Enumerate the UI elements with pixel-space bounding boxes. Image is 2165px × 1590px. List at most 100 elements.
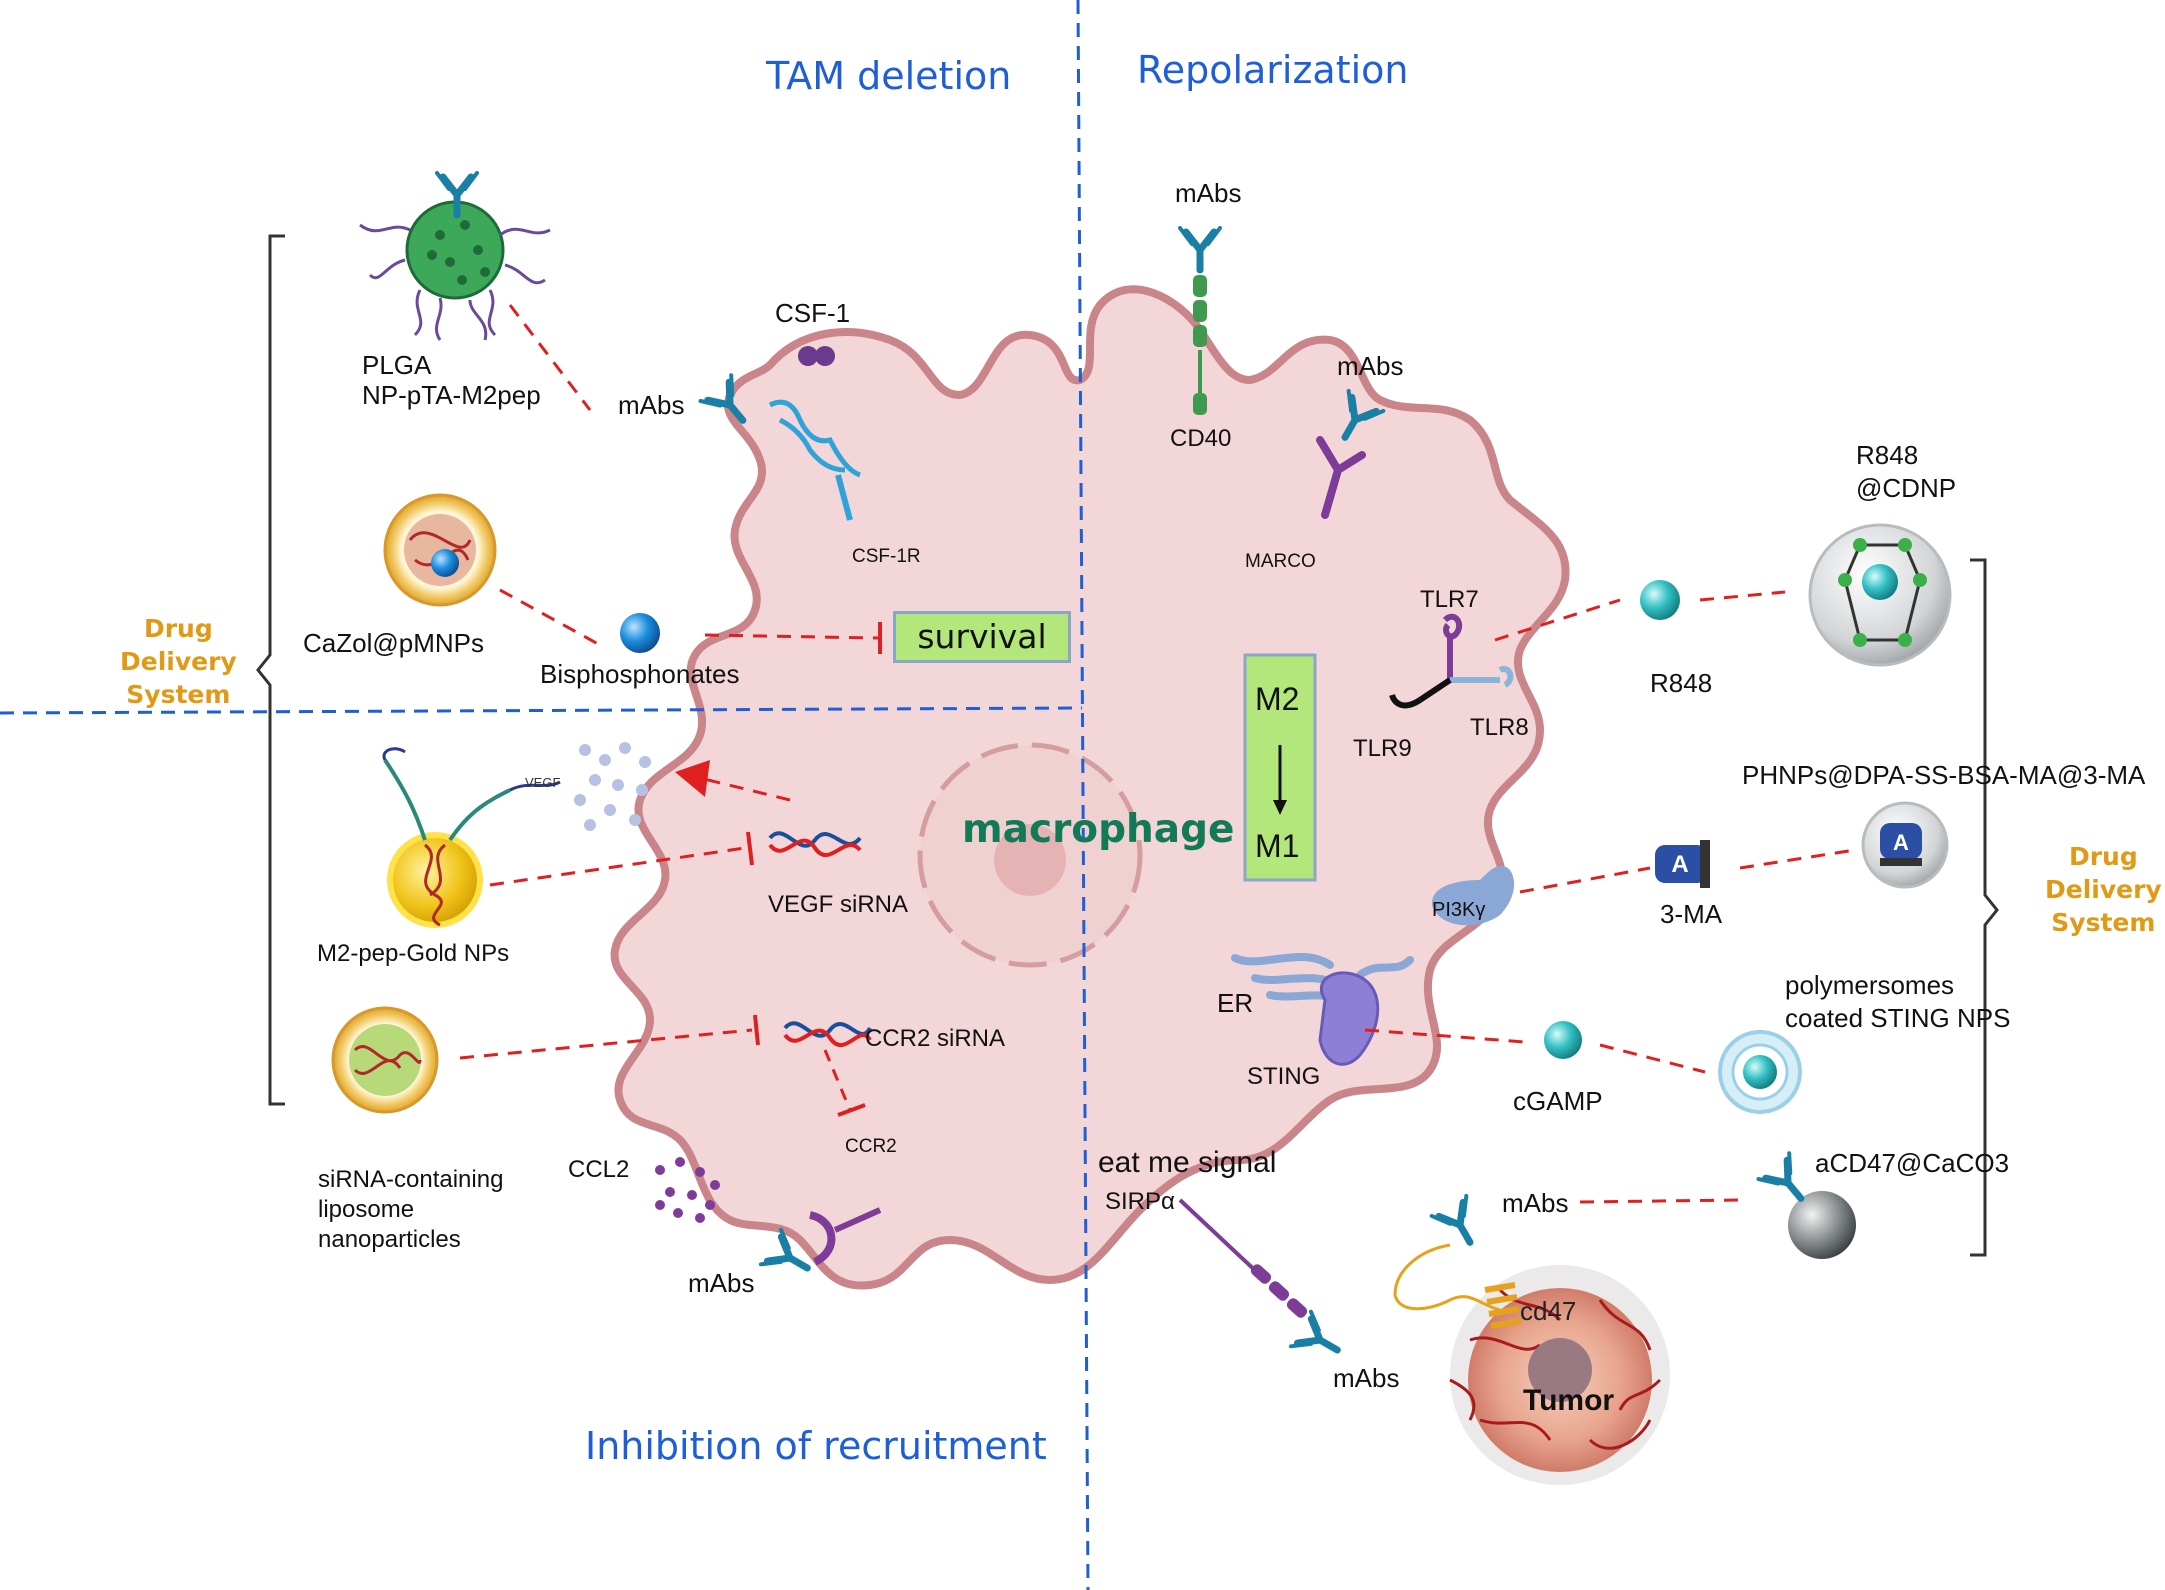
repolarization-title: Repolarization <box>1137 48 1409 92</box>
vegf-small-label: VEGF <box>525 775 561 790</box>
bisphosphonates-label: Bisphosphonates <box>540 659 740 689</box>
r848-cdnp-icon <box>1808 523 1952 667</box>
plga-np-label: NP-pTA-M2pep <box>362 380 541 410</box>
csf1r-label: CSF-1R <box>852 546 921 567</box>
ccl2-dots-icon <box>655 1157 720 1223</box>
ccr2-receptor-antibody-icon <box>761 1207 882 1285</box>
r848-dashline-2 <box>1699 590 1786 602</box>
horizontal-divider <box>0 706 1083 715</box>
cazol-pmnps-icon <box>383 493 497 607</box>
mabs-marco-label: mAbs <box>1337 351 1404 381</box>
macrophage-label: macrophage <box>962 807 1235 852</box>
r848-cdnp-label-1: R848 <box>1856 440 1919 470</box>
tlr9-label: TLR9 <box>1353 735 1412 762</box>
sirna-lipo-label-1: siRNA-containing <box>318 1166 504 1193</box>
drug-delivery-right: Drug Delivery System <box>2045 842 2162 937</box>
r848-cdnp-label-2: @CDNP <box>1856 473 1957 503</box>
r848-dashline-1 <box>1494 598 1621 642</box>
vegf-sirna-dna-icon <box>768 831 862 857</box>
vegf-dots-icon <box>574 742 651 831</box>
tlr8-label: TLR8 <box>1470 714 1529 741</box>
survival-box: survival <box>893 611 1071 663</box>
polymersome-sting-np-icon <box>1718 1030 1802 1114</box>
cazol-label: CaZol@pMNPs <box>303 628 484 658</box>
bisphosphonate-ball <box>620 613 660 653</box>
m2-m1-box <box>1243 653 1317 882</box>
r848-ball <box>1640 580 1680 620</box>
cgamp-label: cGAMP <box>1513 1086 1603 1116</box>
sting-label: STING <box>1247 1063 1321 1090</box>
tlr-receptors-icon <box>1389 613 1514 709</box>
polymersomes-label-1: polymersomes <box>1785 970 1955 1000</box>
mabs-csf-label: mAbs <box>618 390 685 420</box>
cgamp-dashline-2 <box>1599 1043 1706 1074</box>
cgamp-dashline-1 <box>1364 1028 1526 1044</box>
left-brace <box>256 234 285 1106</box>
ccr2-sirna-label: CCR2 siRNA <box>865 1025 1006 1052</box>
phnps-a-letter: A <box>1893 830 1909 855</box>
inhibition-title: Inhibition of recruitment <box>585 1424 1047 1468</box>
vegf-sirna-inhibit <box>489 831 754 887</box>
m2pep-gold-label: M2-pep-Gold NPs <box>317 940 510 967</box>
acd47-caco3-icon <box>1759 1153 1856 1259</box>
sirna-lipo-label-2: liposome <box>318 1196 415 1223</box>
cd40-receptor-icon <box>1180 228 1220 415</box>
phnps-label: PHNPs@DPA-SS-BSA-MA@3-MA <box>1742 760 2146 790</box>
tumor-label: Tumor <box>1523 1384 1615 1417</box>
vegf-sirna-label: VEGF siRNA <box>768 891 909 918</box>
mabs-cd47-label: mAbs <box>1502 1188 1569 1218</box>
ccr2-label: CCR2 <box>845 1136 897 1157</box>
tam-deletion-title: TAM deletion <box>766 54 1012 98</box>
mabs-sirpa-label: mAbs <box>1333 1363 1400 1393</box>
three-ma-a-letter: A <box>1671 851 1688 878</box>
nucleolus <box>994 824 1066 896</box>
tlr7-label: TLR7 <box>1420 586 1479 613</box>
eat-me-label: eat me signal <box>1098 1146 1277 1179</box>
cgamp-ball <box>1544 1021 1582 1059</box>
ccr2-inhibit-arrow <box>823 1049 866 1117</box>
er-label: ER <box>1217 988 1254 1018</box>
three-ma-dashline-1 <box>1519 866 1651 894</box>
sirpa-receptor-icon <box>1178 1198 1347 1367</box>
mabs-ccr2-label: mAbs <box>688 1268 755 1298</box>
marco-label: MARCO <box>1245 551 1316 572</box>
sirna-lipo-label-3: nanoparticles <box>318 1226 461 1253</box>
cd47-receptor-icon <box>1393 1196 1522 1329</box>
ccr2-sirna-inhibit <box>459 1014 760 1060</box>
plga-nanoparticle-icon <box>359 173 551 341</box>
phnps-icon: A <box>1861 801 1949 889</box>
three-ma-capsule-icon: A <box>1655 840 1710 888</box>
cazol-dashline <box>499 588 601 647</box>
three-ma-label: 3-MA <box>1660 899 1723 929</box>
r848-label: R848 <box>1650 668 1713 698</box>
marco-receptor-icon <box>1316 391 1383 519</box>
vertical-divider <box>1076 0 1090 1590</box>
plga-label: PLGA <box>362 350 432 380</box>
drug-delivery-left: Drug Delivery System <box>120 614 237 709</box>
mabs-cd40-label: mAbs <box>1175 178 1242 208</box>
polymersomes-label-2: coated STING NPS <box>1785 1003 2011 1033</box>
survival-inhibit-arrow <box>704 622 882 654</box>
csf1r-receptor-icon <box>701 375 861 521</box>
sirna-liposome-icon <box>331 1006 439 1114</box>
csf1-ligand-icon <box>798 346 835 366</box>
tumor-icon <box>1449 1265 1670 1485</box>
ccr2-sirna-dna-icon <box>783 1021 872 1047</box>
m2pep-gold-np-icon <box>382 747 561 928</box>
cd47-label: cd47 <box>1520 1296 1577 1326</box>
sirpa-label: SIRPα <box>1105 1188 1175 1215</box>
three-ma-dashline-2 <box>1739 848 1856 870</box>
m2-label: M2 <box>1255 681 1300 717</box>
cd40-label: CD40 <box>1170 425 1232 452</box>
pi3k-label: PI3Kγ <box>1432 899 1486 921</box>
vegf-release-arrow <box>675 760 791 802</box>
sting-icon <box>1318 971 1380 1066</box>
acd47-label: aCD47@CaCO3 <box>1815 1148 2010 1178</box>
right-brace <box>1970 558 1999 1257</box>
csf1-label: CSF-1 <box>775 298 851 328</box>
m1-label: M1 <box>1255 828 1300 864</box>
ccl2-label: CCL2 <box>568 1156 630 1183</box>
pi3k-icon <box>1431 865 1515 926</box>
acd47-dashline <box>1579 1198 1741 1204</box>
